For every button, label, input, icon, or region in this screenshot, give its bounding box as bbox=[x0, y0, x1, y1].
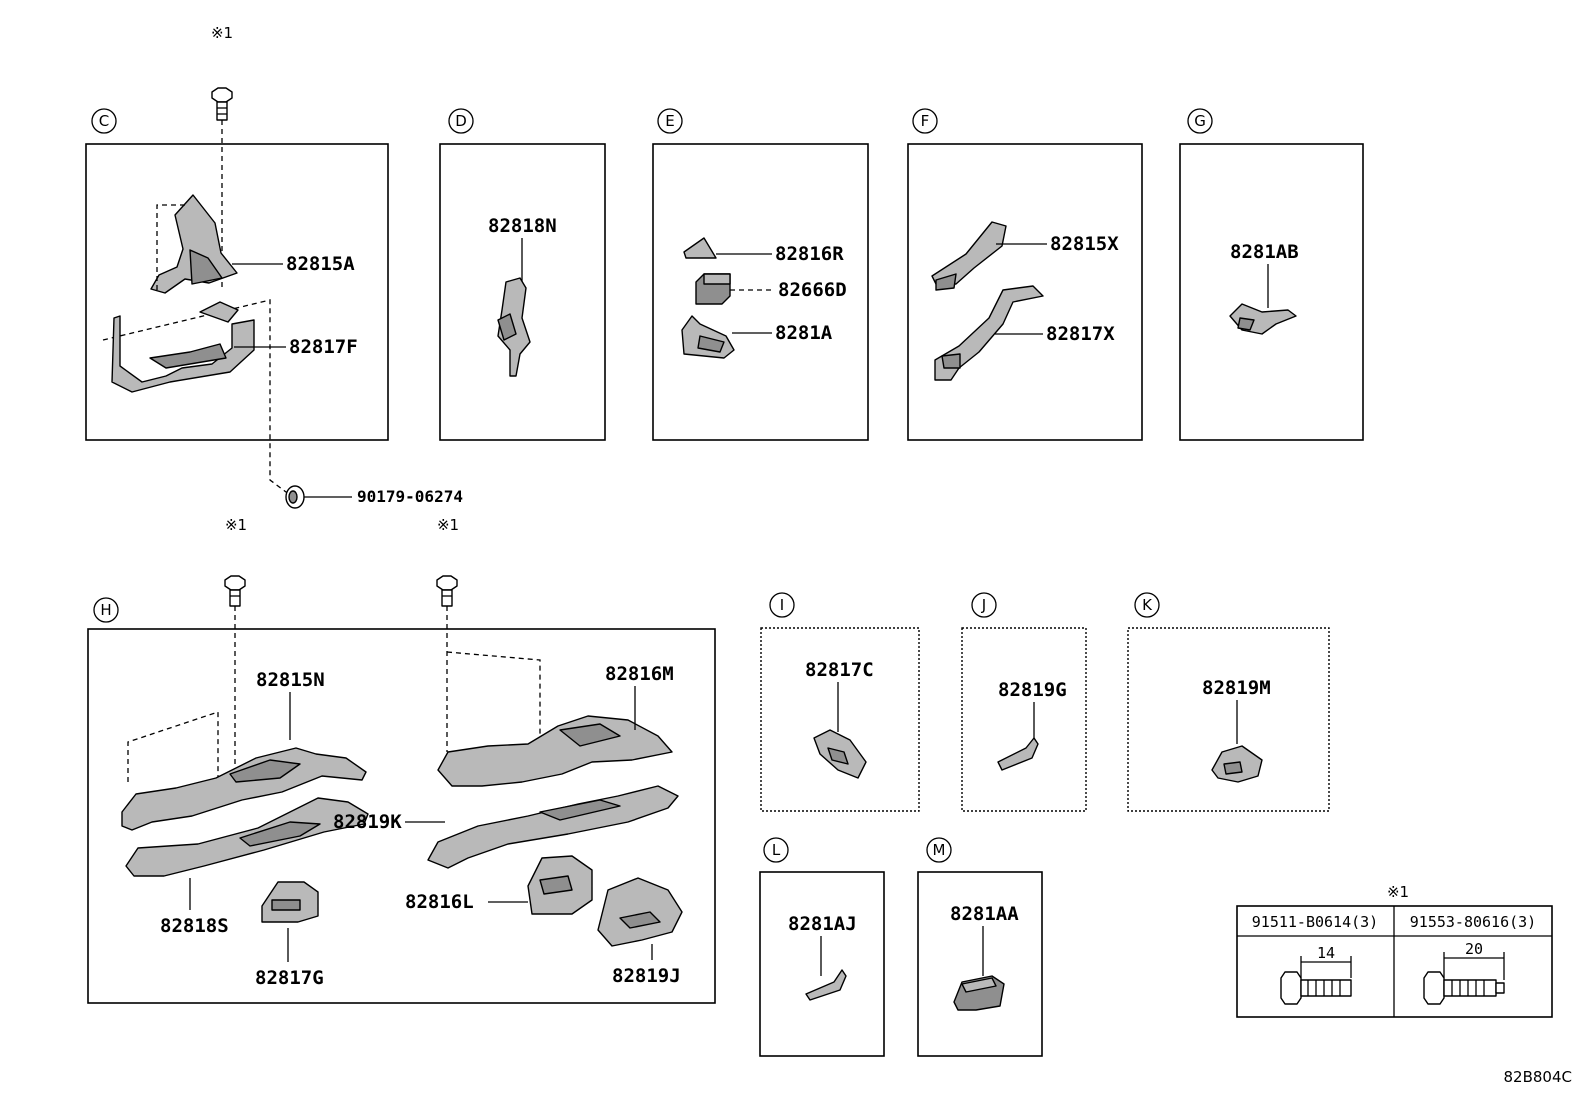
svg-text:L: L bbox=[772, 841, 781, 859]
part-label-82816l: 82816L bbox=[405, 891, 474, 913]
part-82819m-drawing bbox=[1211, 745, 1263, 783]
bolt-icon bbox=[1423, 952, 1505, 1005]
svg-text:F: F bbox=[921, 112, 930, 130]
svg-text:M: M bbox=[933, 841, 946, 859]
bolt-icon bbox=[436, 575, 458, 607]
part-label-82817g: 82817G bbox=[255, 967, 324, 989]
part-label-8281a: 8281A bbox=[775, 322, 833, 344]
box-k bbox=[1127, 627, 1330, 812]
bolt-length-2: 20 bbox=[1465, 940, 1483, 958]
bolt-table-part-2: 91553-80616(3) bbox=[1410, 913, 1536, 931]
part-8281a-drawing bbox=[681, 315, 735, 359]
bolt-icon bbox=[211, 87, 233, 121]
part-label-82819k: 82819K bbox=[333, 811, 402, 833]
note-mark-h-left: ※1 bbox=[225, 516, 247, 534]
part-label-82815x: 82815X bbox=[1050, 233, 1119, 255]
part-label-82815n: 82815N bbox=[256, 669, 325, 691]
section-label-f: F bbox=[912, 108, 938, 134]
part-label-8281aj: 8281AJ bbox=[788, 913, 857, 935]
part-label-82819j: 82819J bbox=[612, 965, 681, 987]
part-label-82819g: 82819G bbox=[998, 679, 1067, 701]
bolt-table-part-1: 91511-B0614(3) bbox=[1252, 913, 1378, 931]
box-i bbox=[760, 627, 920, 812]
section-label-h: H bbox=[93, 597, 119, 623]
part-82817x-drawing bbox=[934, 285, 1044, 381]
part-82817g-drawing bbox=[261, 881, 319, 923]
svg-text:G: G bbox=[1194, 112, 1206, 130]
part-82815x-drawing bbox=[931, 221, 1007, 291]
box-d bbox=[439, 143, 606, 441]
part-8281aj-drawing bbox=[805, 969, 847, 1001]
bolt-table bbox=[1236, 905, 1553, 1018]
part-82819k-drawing bbox=[427, 785, 679, 869]
part-82817c-drawing bbox=[813, 729, 867, 779]
section-label-d: D bbox=[448, 108, 474, 134]
note-mark-c: ※1 bbox=[211, 24, 233, 42]
part-label-82818n: 82818N bbox=[488, 215, 557, 237]
part-82815a-drawing bbox=[150, 194, 238, 294]
svg-text:C: C bbox=[99, 112, 109, 130]
bolt-table-mark: ※1 bbox=[1387, 883, 1409, 901]
part-label-82816m: 82816M bbox=[605, 663, 674, 685]
bolt-length-1: 14 bbox=[1317, 944, 1335, 962]
box-f bbox=[907, 143, 1143, 441]
part-82666d-drawing bbox=[695, 273, 731, 305]
svg-text:D: D bbox=[455, 112, 467, 130]
part-label-8281ab: 8281AB bbox=[1230, 241, 1299, 263]
part-label-82819m: 82819M bbox=[1202, 677, 1271, 699]
svg-text:I: I bbox=[780, 596, 784, 614]
part-82818s-drawing bbox=[125, 797, 369, 877]
box-e bbox=[652, 143, 869, 441]
section-label-i: I bbox=[769, 592, 795, 618]
part-label-82817c: 82817C bbox=[805, 659, 874, 681]
section-label-m: M bbox=[926, 837, 952, 863]
box-j bbox=[961, 627, 1087, 812]
box-g bbox=[1179, 143, 1364, 441]
box-c bbox=[85, 143, 389, 441]
part-label-82666d: 82666D bbox=[778, 279, 847, 301]
part-label-82816r: 82816R bbox=[775, 243, 844, 265]
section-label-l: L bbox=[763, 837, 789, 863]
part-82815n-drawing bbox=[121, 747, 367, 831]
svg-text:H: H bbox=[100, 601, 111, 619]
section-label-e: E bbox=[657, 108, 683, 134]
section-label-j: J bbox=[971, 592, 997, 618]
bolt-icon bbox=[224, 575, 246, 607]
part-label-82815a: 82815A bbox=[286, 253, 355, 275]
section-label-g: G bbox=[1187, 108, 1213, 134]
part-82816r-drawing bbox=[683, 237, 717, 259]
diagram-reference-number: 82B804C bbox=[1504, 1068, 1572, 1086]
box-h bbox=[87, 628, 716, 1004]
part-82818n-drawing bbox=[497, 277, 531, 377]
svg-text:J: J bbox=[981, 596, 986, 614]
svg-text:K: K bbox=[1142, 596, 1153, 614]
washer-icon bbox=[285, 485, 305, 509]
part-82819g-drawing bbox=[997, 737, 1039, 771]
part-label-8281aa: 8281AA bbox=[950, 903, 1019, 925]
section-label-c: C bbox=[91, 108, 117, 134]
part-82816m-drawing bbox=[437, 715, 673, 787]
part-8281aa-drawing bbox=[953, 975, 1005, 1011]
part-82819j-drawing bbox=[597, 877, 683, 947]
box-m bbox=[917, 871, 1043, 1057]
part-82817f-drawing bbox=[111, 301, 255, 393]
part-label-82817x: 82817X bbox=[1046, 323, 1115, 345]
note-mark-h-right: ※1 bbox=[437, 516, 459, 534]
part-label-82817f: 82817F bbox=[289, 336, 358, 358]
box-l bbox=[759, 871, 885, 1057]
part-label-82818s: 82818S bbox=[160, 915, 229, 937]
part-8281ab-drawing bbox=[1229, 303, 1297, 335]
section-label-k: K bbox=[1134, 592, 1160, 618]
svg-text:E: E bbox=[665, 112, 674, 130]
part-82816l-drawing bbox=[527, 855, 593, 915]
bolt-icon bbox=[1280, 956, 1352, 1005]
part-label-90179-06274: 90179-06274 bbox=[357, 487, 463, 506]
